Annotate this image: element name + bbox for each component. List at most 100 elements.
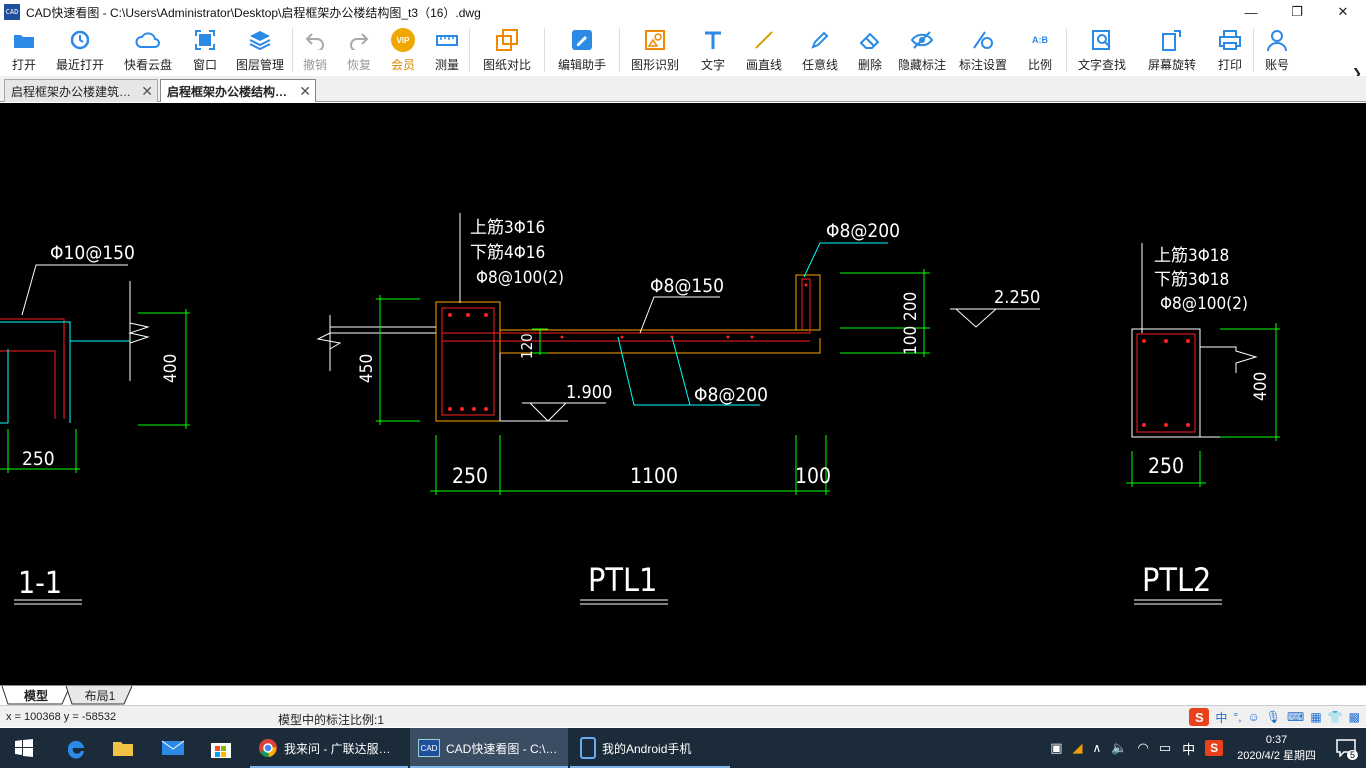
tab-model[interactable]: 模型 <box>23 689 48 703</box>
recent-button[interactable]: 最近打开 <box>46 24 114 76</box>
apps-icon[interactable]: ▩ <box>1348 710 1360 724</box>
battery-icon[interactable]: ▭ <box>1158 740 1172 755</box>
dim-settings-button[interactable]: 标注设置 <box>952 24 1014 76</box>
cloud-button[interactable]: 快看云盘 <box>114 24 182 76</box>
undo-button[interactable]: 撤销 <box>293 24 337 76</box>
android-taskbar-button[interactable]: 我的Android手机 <box>570 728 730 768</box>
ptl1-dim-200: 200 <box>901 292 921 321</box>
scale-label: 比例 <box>1027 58 1052 72</box>
ime-toolbar[interactable]: S 中 °, ☺ 🎙 ⌨ ▦ 👕 ▩ <box>1189 706 1366 728</box>
system-tray: ▣ ◢ ∧ 🔈 ◠ ▭ 中 S 0:37 2020/4/2 星期四 5 <box>1045 728 1366 768</box>
input-language[interactable]: 中 <box>1182 741 1196 757</box>
status-bar: x = 100368 y = -58532 模型中的标注比例:1 S 中 °, … <box>0 705 1366 727</box>
eye-off-icon <box>909 27 935 53</box>
emoji-icon[interactable]: ☺ <box>1247 710 1260 724</box>
delete-button[interactable]: 删除 <box>848 24 892 76</box>
network-app-icon[interactable]: ▣ <box>1050 740 1063 755</box>
explorer-taskbar-button[interactable] <box>100 728 146 768</box>
open-button[interactable]: 打开 <box>2 24 46 76</box>
line-label: 画直线 <box>745 58 782 72</box>
measure-button[interactable]: 测量 <box>425 24 469 76</box>
redo-button[interactable]: 恢复 <box>337 24 381 76</box>
undo-icon <box>302 27 328 53</box>
notification-icon <box>1336 739 1356 757</box>
sogou-tray-icon[interactable]: S <box>1205 740 1224 756</box>
s1-rebar-label: Φ10@150 <box>50 242 135 264</box>
mail-taskbar-button[interactable] <box>150 728 196 768</box>
compare-button[interactable]: 图纸对比 <box>470 24 544 76</box>
ptl1-elevation-low: 1.900 <box>566 382 612 403</box>
volume-icon[interactable]: 🔈 <box>1111 740 1128 755</box>
s1-title: 1-1 <box>18 566 62 601</box>
tab-architecture[interactable]: 启程框架办公楼建筑… ✕ <box>4 79 158 102</box>
running-indicator <box>410 766 568 768</box>
store-taskbar-button[interactable] <box>198 728 244 768</box>
close-icon[interactable]: ✕ <box>141 83 153 99</box>
running-indicator <box>250 766 408 768</box>
ime-mode[interactable]: 中 <box>1215 710 1228 725</box>
compare-icon <box>494 27 520 53</box>
window-label: 窗口 <box>192 58 217 72</box>
ptl1-slab-rebar: Φ8@150 <box>650 275 724 297</box>
keyboard-icon[interactable]: ⌨ <box>1287 710 1305 724</box>
vip-badge: VIP <box>391 28 415 52</box>
ptl1-elevation-high: 2.250 <box>994 287 1040 308</box>
ptl2-stirrup: Φ8@100(2) <box>1160 294 1248 314</box>
notification-button[interactable]: 5 <box>1326 728 1366 768</box>
clock-time: 0:37 <box>1265 734 1288 746</box>
tab-structure[interactable]: 启程框架办公楼结构… ✕ <box>160 79 316 102</box>
vip-button[interactable]: VIP 会员 <box>381 24 425 76</box>
shape-recognize-button[interactable]: 图形识别 <box>620 24 690 76</box>
account-button[interactable]: 账号 <box>1254 24 1300 76</box>
print-button[interactable]: 打印 <box>1207 24 1253 76</box>
ptl1-dim-100: 100 <box>901 326 921 355</box>
clock[interactable]: 0:37 2020/4/2 星期四 <box>1237 732 1316 764</box>
start-button[interactable] <box>0 728 48 768</box>
cloud-label: 快看云盘 <box>123 58 172 72</box>
minimize-button[interactable]: — <box>1244 4 1258 20</box>
scale-button[interactable]: A:B 比例 <box>1014 24 1066 76</box>
drawing-canvas[interactable]: Φ10@150 400 250 1-1 上筋3Φ16 下筋4Φ16 Φ8@100… <box>0 103 1366 685</box>
s1-height-dim: 400 <box>161 354 181 383</box>
chevron-right-icon[interactable]: ❯ <box>1351 66 1362 80</box>
freeline-button[interactable]: 任意线 <box>792 24 848 76</box>
close-icon[interactable]: ✕ <box>299 83 311 99</box>
pen-icon <box>807 27 833 53</box>
rotate-screen-button[interactable]: 屏幕旋转 <box>1137 24 1207 76</box>
text-button[interactable]: 文字 <box>690 24 736 76</box>
window-button[interactable]: 窗口 <box>182 24 228 76</box>
ptl2-width-dim: 250 <box>1148 454 1184 478</box>
toolbar-divider <box>292 28 293 72</box>
shape-recognize-label: 图形识别 <box>630 58 679 72</box>
vip-label: 会员 <box>390 58 415 72</box>
restore-button[interactable]: ❐ <box>1291 4 1303 19</box>
measure-label: 测量 <box>434 58 459 72</box>
chrome-taskbar-button[interactable]: 我来问 - 广联达服… <box>250 728 408 768</box>
redo-label: 恢复 <box>346 58 371 72</box>
edge-taskbar-button[interactable] <box>54 728 98 768</box>
ruler-icon <box>434 27 460 53</box>
folder-icon <box>11 27 37 53</box>
settings-icon <box>970 27 996 53</box>
skin-icon[interactable]: 👕 <box>1327 710 1343 724</box>
layers-button[interactable]: 图层管理 <box>228 24 292 76</box>
open-label: 打开 <box>11 58 36 72</box>
warning-icon[interactable]: ◢ <box>1072 740 1083 755</box>
tab-layout1[interactable]: 布局1 <box>84 689 116 703</box>
microphone-icon[interactable]: 🎙 <box>1265 710 1282 724</box>
edge-icon <box>67 740 84 759</box>
line-button[interactable]: 画直线 <box>736 24 792 76</box>
ptl1-width-100: 100 <box>795 464 831 488</box>
find-text-button[interactable]: 文字查找 <box>1067 24 1137 76</box>
grid-icon[interactable]: ▦ <box>1310 710 1322 724</box>
hide-dim-button[interactable]: 隐藏标注 <box>892 24 952 76</box>
close-button[interactable]: ✕ <box>1337 4 1349 19</box>
chevron-up-icon[interactable]: ∧ <box>1092 741 1102 755</box>
edit-helper-button[interactable]: 编辑助手 <box>545 24 619 76</box>
cad-taskbar-button[interactable]: CAD CAD快速看图 - C:\… <box>410 728 568 768</box>
ime-punct[interactable]: °, <box>1233 710 1242 724</box>
dim-settings-label: 标注设置 <box>958 58 1007 72</box>
wifi-icon[interactable]: ◠ <box>1137 740 1149 755</box>
printer-icon <box>1217 27 1243 53</box>
edit-helper-icon <box>569 27 595 53</box>
